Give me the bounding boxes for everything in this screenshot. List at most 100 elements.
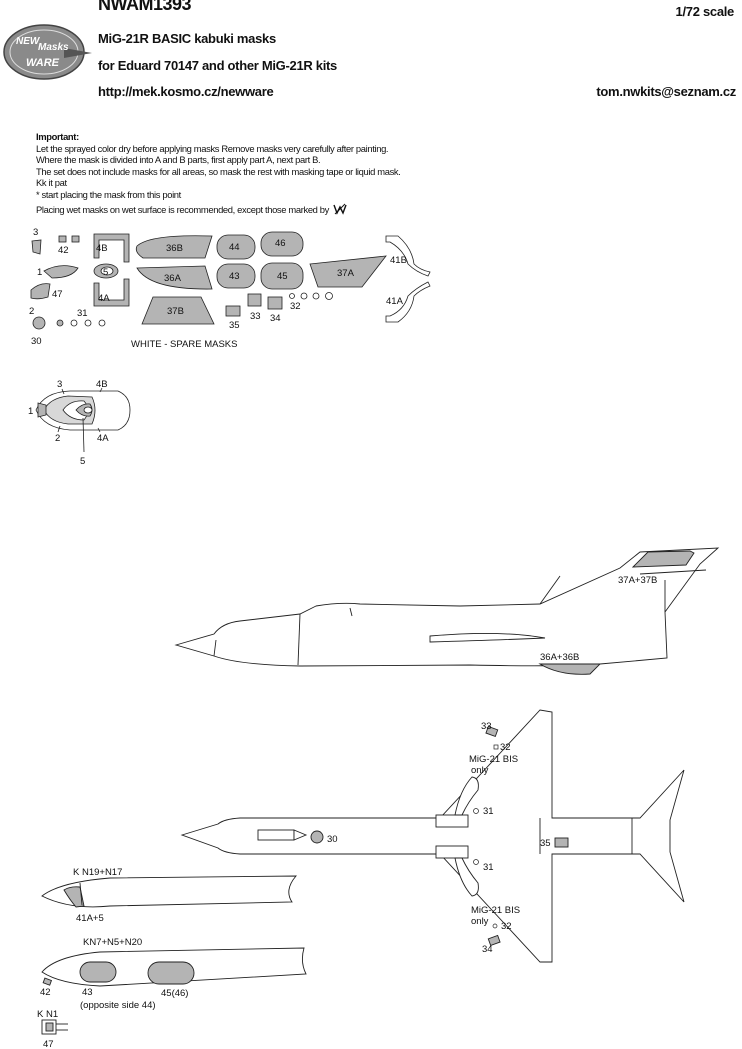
label-44: 44: [229, 242, 240, 253]
label-30: 30: [31, 336, 42, 347]
label-34: 34: [270, 313, 281, 324]
side-label-belly: 36A+36B: [540, 652, 579, 663]
mask-46: [260, 231, 304, 257]
label-31: 31: [77, 308, 88, 319]
instructions-block: Important: Let the sprayed color dry bef…: [36, 131, 401, 215]
mask-41A: [385, 281, 431, 323]
side-view-labels: 37A+37B 36A+36B: [540, 575, 657, 663]
mask-47: [30, 283, 51, 300]
label-41B: 41B: [390, 255, 407, 266]
mask-32a: [289, 293, 295, 299]
new-ware-logo: NEW Masks WARE: [3, 24, 92, 80]
top-label-33: 33: [481, 721, 492, 732]
website-link[interactable]: http://mek.kosmo.cz/newware: [98, 84, 274, 99]
mask-42b: [71, 235, 80, 243]
detail-label-42: 42: [40, 987, 51, 998]
top-label-bis-3: MiG-21 BIS: [471, 905, 520, 916]
detail-labels: K N19+N17 41A+5 KN7+N5+N20 42 43 45(46) …: [37, 867, 188, 1049]
mask-31c: [84, 319, 92, 327]
detail-label-4546: 45(46): [161, 988, 188, 999]
logo-text-masks: Masks: [38, 42, 69, 53]
instruction-line: Kk it pat: [36, 177, 67, 189]
mask-36B: [135, 235, 213, 259]
label-36A: 36A: [164, 273, 182, 284]
mask-sheet-labels: 3 42 1 47 2 30 31 4B 4A 5 36B 36A 37B 44…: [29, 227, 407, 350]
detail-part-n1: [41, 1019, 68, 1035]
mask-30: [32, 316, 46, 330]
label-4B: 4B: [96, 243, 108, 254]
instruction-line: Let the sprayed color dry before applyin…: [36, 142, 389, 154]
mask-43: [216, 263, 256, 289]
top-label-30: 30: [327, 834, 338, 845]
product-code: NWAM1393: [98, 0, 192, 14]
side-label-fin: 37A+37B: [618, 575, 657, 586]
canopy-labels: 3 4B 1 2 4A 5: [28, 379, 109, 467]
top-label-32a: 32: [500, 742, 511, 753]
canopy-label-1: 1: [28, 406, 33, 417]
top-label-31b: 31: [483, 862, 494, 873]
mask-sheet: [30, 231, 431, 330]
detail-label-43: 43: [82, 987, 93, 998]
product-title: MiG-21R BASIC kabuki masks: [98, 31, 276, 46]
label-46: 46: [275, 238, 286, 249]
mask-4A: [93, 278, 130, 307]
top-label-bis-4: only: [471, 916, 489, 927]
mask-31b: [70, 319, 78, 327]
label-36B: 36B: [166, 243, 183, 254]
mask-31d: [98, 319, 106, 327]
product-subtitle: for Eduard 70147 and other MiG-21R kits: [98, 58, 337, 73]
email-link[interactable]: tom.nwkits@seznam.cz: [596, 84, 736, 99]
top-label-bis-1: MiG-21 BIS: [469, 754, 518, 765]
mask-3: [31, 239, 42, 255]
mask-31a: [56, 319, 64, 327]
side-view-aircraft: [174, 547, 720, 675]
canopy-label-4A: 4A: [97, 433, 109, 444]
top-view-dots: [473, 744, 499, 929]
label-5: 5: [103, 267, 108, 278]
label-2: 2: [29, 306, 34, 317]
mask-32c: [312, 292, 320, 300]
mask-44: [216, 234, 256, 260]
detail-label-kn7: KN7+N5+N20: [83, 937, 142, 948]
mask-34: [267, 296, 283, 310]
label-42: 42: [58, 245, 69, 256]
mask-32d: [325, 292, 333, 300]
mask-41B: [385, 235, 431, 277]
top-label-32b: 32: [501, 921, 512, 932]
instruction-text: Placing wet masks on wet surface is reco…: [36, 203, 330, 215]
label-3: 3: [33, 227, 38, 238]
logo-text-new: NEW: [16, 36, 41, 47]
detail-label-47: 47: [43, 1039, 54, 1049]
mask-1: [43, 265, 79, 279]
mask-4B: [93, 233, 130, 263]
instruction-line: Where the mask is divided into A and B p…: [36, 154, 321, 166]
canopy-detail: [35, 387, 131, 453]
detail-label-opposite: (opposite side 44): [80, 1000, 156, 1011]
mask-35: [225, 305, 241, 317]
label-33: 33: [250, 311, 261, 322]
top-label-34: 34: [482, 944, 493, 955]
instructions-heading: Important:: [36, 131, 79, 142]
mask-32b: [300, 292, 308, 300]
instruction-line: The set does not include masks for all a…: [36, 165, 401, 177]
no-water-icon: [333, 203, 347, 215]
scale-label: 1/72 scale: [675, 4, 735, 19]
mask-37B: [141, 296, 215, 325]
label-41A: 41A: [386, 296, 404, 307]
detail-part-fuselage: [41, 947, 307, 987]
instruction-line: * start placing the mask from this point: [36, 188, 181, 200]
detail-part-nose: [41, 875, 297, 908]
top-label-bis-2: only: [471, 765, 489, 776]
label-43: 43: [229, 271, 240, 282]
label-1: 1: [37, 267, 42, 278]
canopy-label-2: 2: [55, 433, 60, 444]
logo-text-ware: WARE: [26, 57, 60, 69]
canopy-label-3: 3: [57, 379, 62, 390]
mask-5: [93, 263, 119, 279]
label-45: 45: [277, 271, 288, 282]
label-4A: 4A: [98, 293, 110, 304]
canopy-label-5: 5: [80, 456, 85, 467]
label-32: 32: [290, 301, 301, 312]
top-label-35: 35: [540, 838, 551, 849]
label-37A: 37A: [337, 268, 355, 279]
